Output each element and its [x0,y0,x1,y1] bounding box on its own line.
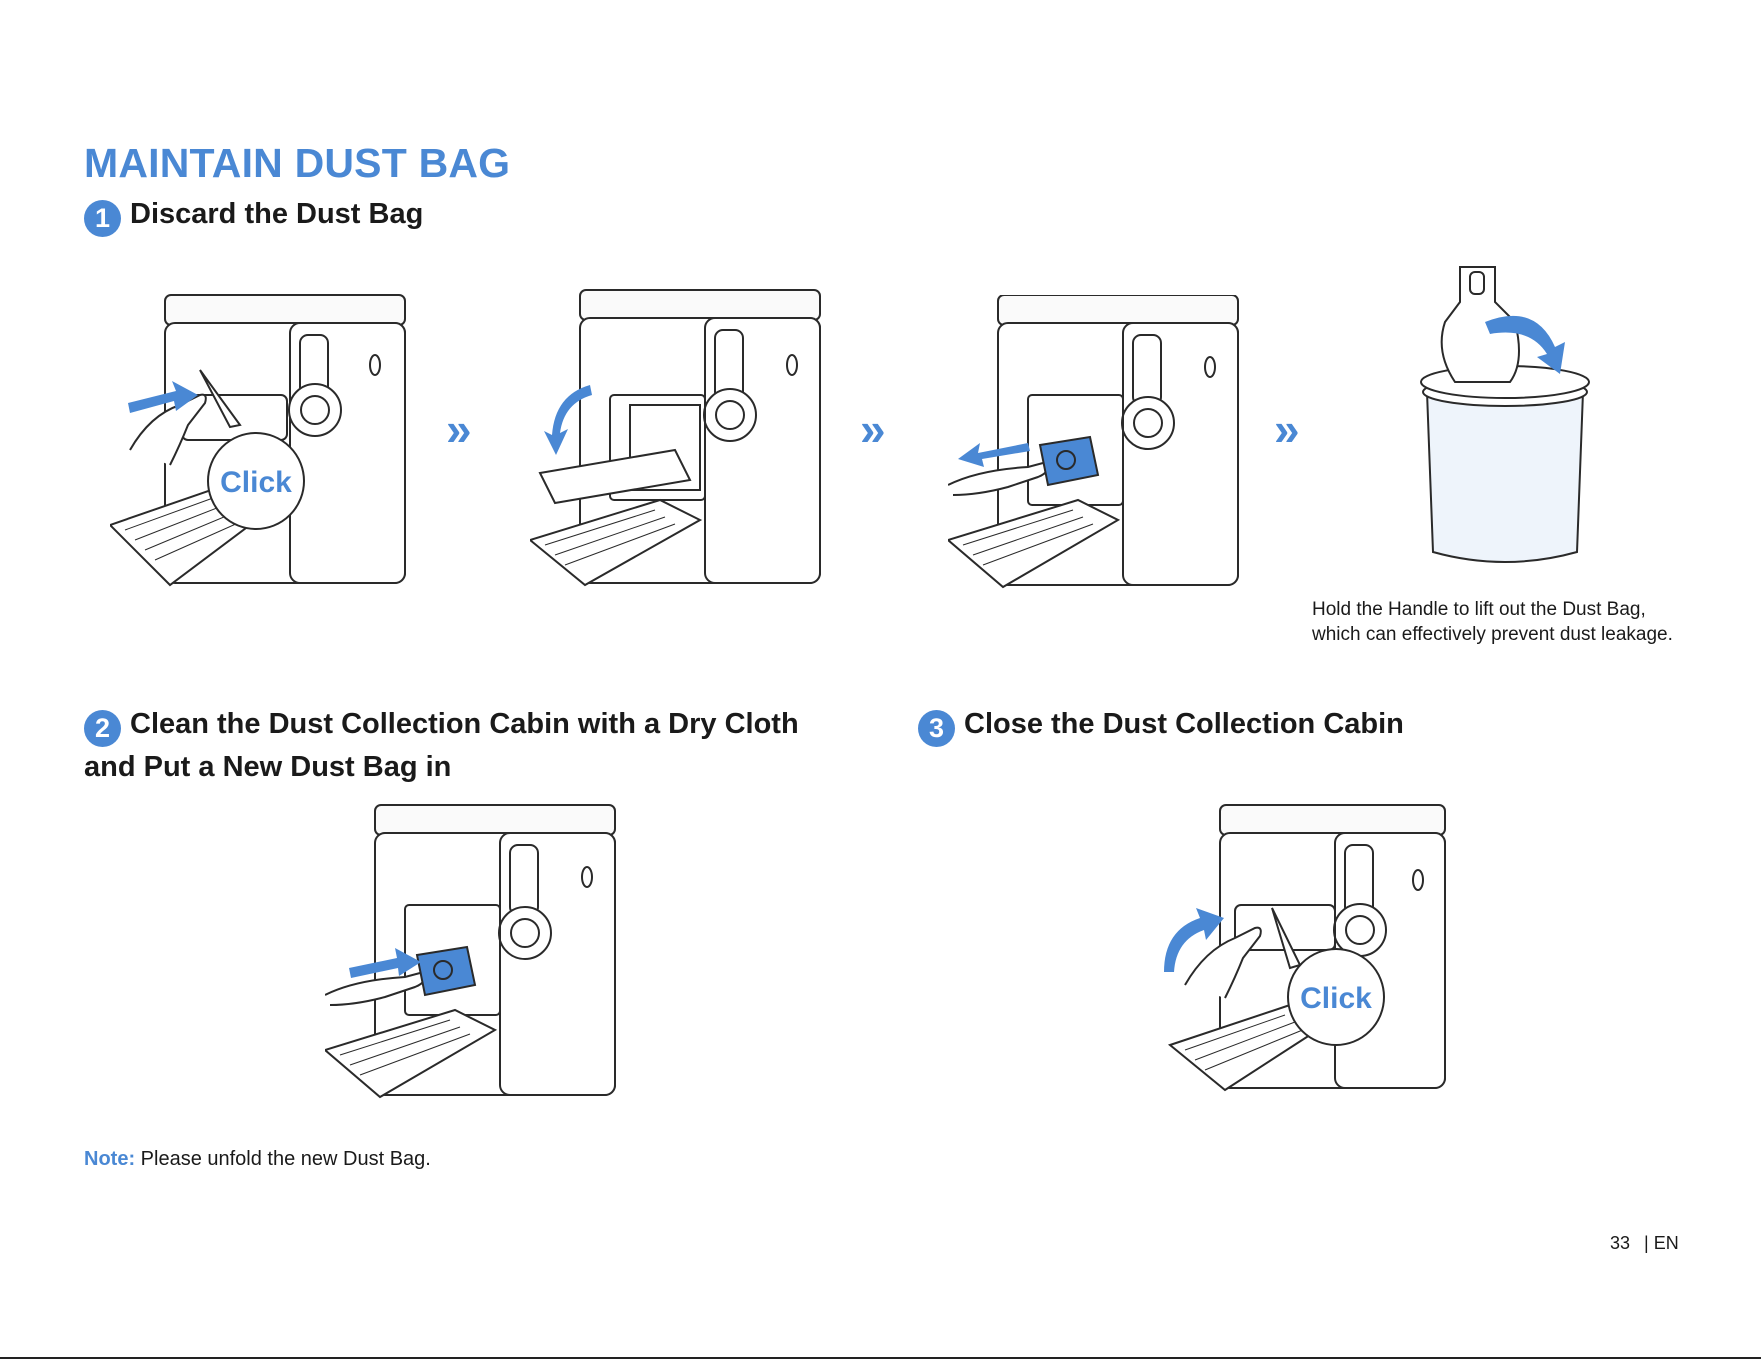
step-1-title: Discard the Dust Bag [130,198,423,230]
note-text: Please unfold the new Dust Bag. [135,1148,431,1170]
dock-press-svg: Click [110,275,410,595]
callout-click-label: Click [220,466,292,499]
illustration-dispose-bag [1415,262,1595,572]
step-3-heading: 3 Close the Dust Collection Cabin [918,704,1404,747]
trash-bin-svg [1415,262,1595,572]
page-title: MAINTAIN DUST BAG [84,140,510,187]
note: Note: Please unfold the new Dust Bag. [84,1148,431,1171]
dock-remove-bag-svg [948,295,1248,595]
step-2-title-line-1: Clean the Dust Collection Cabin with a D… [130,708,799,740]
dock-close-svg: Click [1150,800,1450,1100]
note-label: Note: [84,1148,135,1170]
step-3-title: Close the Dust Collection Cabin [964,708,1404,740]
page-number: 33 [1610,1233,1630,1253]
step-2-number-badge: 2 [84,710,121,747]
dispose-caption: Hold the Handle to lift out the Dust Bag… [1312,597,1692,647]
illustration-close-cabin: Click [1150,800,1450,1100]
step-1-heading: 1 Discard the Dust Bag [84,194,423,237]
arrow-1: » [446,402,466,456]
illustration-remove-bag [948,295,1248,595]
step-2-heading: 2 Clean the Dust Collection Cabin with a … [84,704,799,787]
callout-click-label-2: Click [1300,982,1372,1015]
step-2-title-line-2: and Put a New Dust Bag in [84,747,799,787]
arrow-2: » [860,402,880,456]
arrow-3: » [1274,402,1294,456]
step-3-number-badge: 3 [918,710,955,747]
illustration-cabin-open [530,285,830,595]
step-1-number-badge: 1 [84,200,121,237]
page-language: | EN [1644,1233,1679,1253]
dock-insert-bag-svg [325,800,625,1100]
dock-open-svg [530,285,830,595]
page-footer: 33 | EN [1610,1233,1679,1254]
illustration-press-cabin: Click [110,275,410,595]
bottom-rule [0,1357,1761,1359]
illustration-insert-bag [325,800,625,1100]
